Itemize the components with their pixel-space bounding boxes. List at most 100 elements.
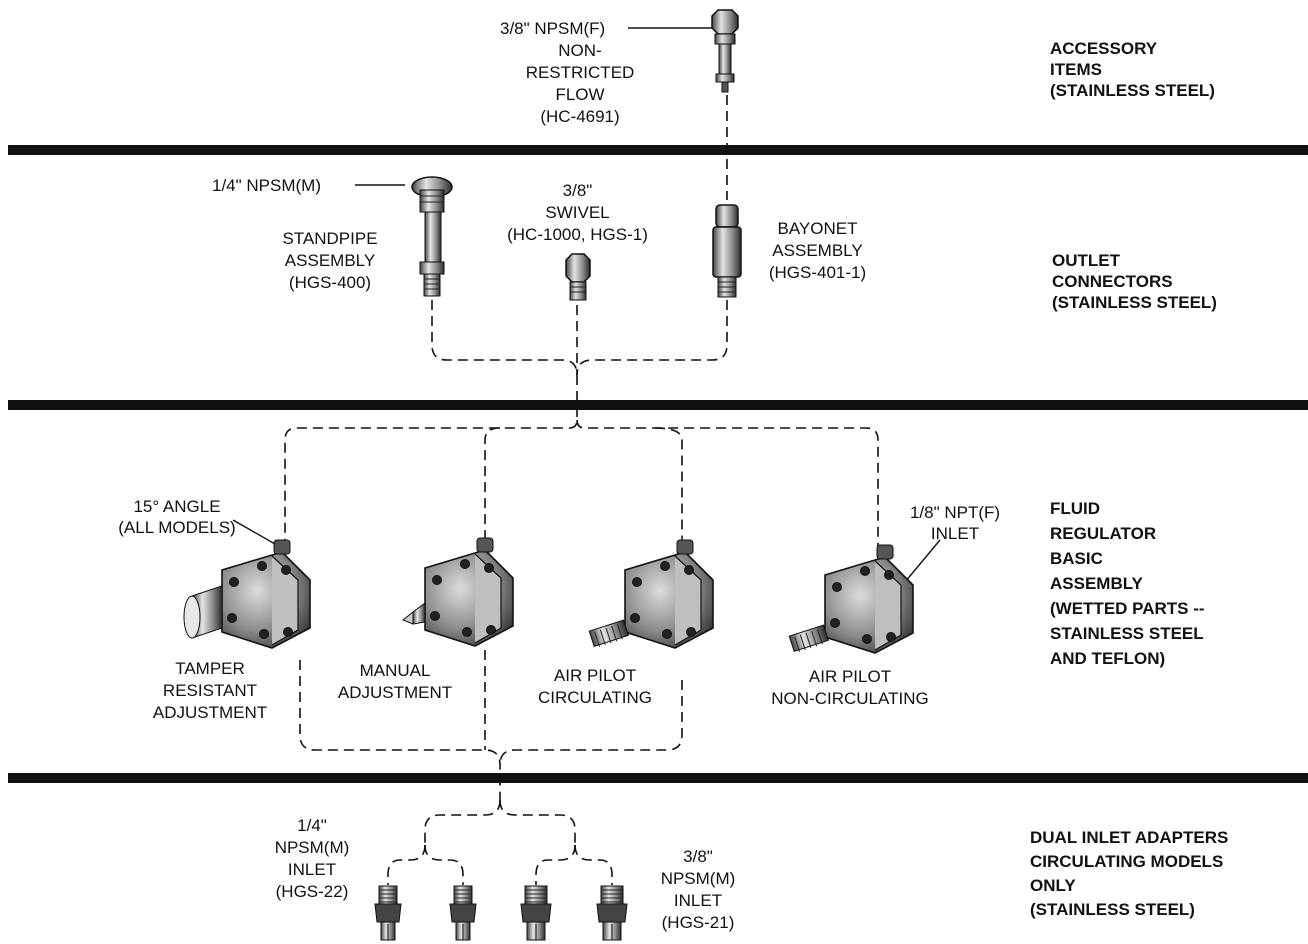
label-line: 1/4": [297, 816, 327, 835]
bolt-head: [281, 565, 291, 575]
label-air-pilot-non-circulating: AIR PILOT NON-CIRCULATING: [750, 666, 950, 710]
inlet-adapters: [374, 885, 628, 941]
label-line: TAMPER: [175, 659, 245, 678]
label-line: 1/8" NPT(F): [909, 503, 1001, 522]
section-line: ASSEMBLY: [1050, 574, 1143, 593]
label-line: BAYONET: [777, 219, 858, 238]
connection-lines: [284, 95, 879, 885]
label-line: (HGS-400): [288, 273, 372, 292]
section-line: (STAINLESS STEEL): [1050, 81, 1215, 100]
section-line: STAINLESS STEEL: [1050, 624, 1204, 643]
bolt-head: [462, 627, 472, 637]
label-line: NON-: [558, 41, 602, 60]
regulator-manual-adjustment: [402, 537, 514, 647]
label-line: INLET: [287, 860, 337, 879]
fitting-thread: [811, 630, 818, 647]
label-line: NPSM(M): [660, 869, 736, 888]
bolt-head: [227, 613, 237, 623]
divider-bar-2: [8, 400, 1308, 410]
label-non-restricted-size: 3/8" NPSM(F): [500, 18, 605, 39]
adapter-quarter-left: [374, 885, 402, 941]
adapter-three-eighth-left: [520, 885, 552, 941]
adjust-tip: [402, 610, 414, 625]
label-line: RESTRICTED: [525, 63, 635, 82]
section-line: (STAINLESS STEEL): [1030, 900, 1195, 919]
bolt-head: [486, 625, 496, 635]
label-line: (HGS-21): [661, 913, 735, 932]
bolt-head: [884, 570, 894, 580]
adapter-hex: [374, 903, 402, 923]
label-line: (HGS-22): [275, 882, 349, 901]
label-standpipe-assembly: STANDPIPE ASSEMBLY (HGS-400): [265, 228, 395, 294]
bayonet-part: [712, 204, 742, 298]
label-inlet-three-eighth: 3/8" NPSM(M) INLET (HGS-21): [648, 846, 748, 934]
adapter-quarter-right: [449, 885, 477, 941]
label-bayonet-assembly: BAYONET ASSEMBLY (HGS-401-1): [755, 218, 880, 284]
bolt-head: [283, 627, 293, 637]
bolt-head: [886, 632, 896, 642]
bolt-head: [862, 634, 872, 644]
bolt-head: [684, 565, 694, 575]
label-line: INLET: [930, 524, 980, 543]
label-line: 1/4" NPSM(M): [212, 176, 321, 195]
fitting-thread: [611, 625, 618, 642]
fitting-thread: [616, 623, 623, 640]
inlet-boss: [273, 539, 291, 555]
bolt-head: [660, 561, 670, 571]
fitting-thread: [816, 628, 823, 645]
fitting-thread: [794, 636, 801, 652]
label-line: CIRCULATING: [538, 688, 652, 707]
label-line: ADJUSTMENT: [337, 683, 453, 702]
label-line: STANDPIPE: [282, 229, 378, 248]
bolt-head: [832, 582, 842, 592]
non-restricted-flow-part: [711, 9, 739, 93]
label-line: INLET: [673, 891, 723, 910]
label-manual-adjustment: MANUAL ADJUSTMENT: [320, 660, 470, 704]
label-line: 3/8": [683, 847, 713, 866]
inlet-boss: [476, 537, 494, 553]
label-line: RESISTANT: [162, 681, 258, 700]
bolt-head: [430, 611, 440, 621]
inlet-boss: [676, 539, 694, 555]
adapter-thread: [600, 885, 624, 905]
label-line: AIR PILOT: [553, 666, 637, 685]
bolt-head: [860, 566, 870, 576]
bolt-head: [259, 629, 269, 639]
adjust-knob: [412, 602, 426, 625]
adapter-hex: [596, 903, 628, 923]
label-tamper-resistant: TAMPER RESISTANT ADJUSTMENT: [135, 658, 285, 724]
section-line: (WETTED PARTS --: [1050, 599, 1205, 618]
adapter-hex: [449, 903, 477, 923]
divider-bar-3: [8, 773, 1308, 783]
label-line: FLOW: [555, 85, 605, 104]
leader-lines: [232, 27, 941, 583]
label-line: NON-CIRCULATING: [771, 689, 929, 708]
adjust-tube-end: [183, 595, 201, 639]
section-line: BASIC: [1050, 549, 1103, 568]
label-line: (HC-4691): [540, 107, 620, 126]
bolt-head: [632, 577, 642, 587]
label-standpipe-size: 1/4" NPSM(M): [212, 175, 321, 196]
label-line: (HGS-401-1): [768, 263, 867, 282]
label-line: SWIVEL: [545, 203, 610, 222]
label-non-restricted-flow: NON- RESTRICTED FLOW (HC-4691): [520, 40, 640, 128]
section-line: CIRCULATING MODELS: [1030, 852, 1224, 871]
label-line: ASSEMBLY: [772, 241, 863, 260]
bolt-head: [484, 563, 494, 573]
bolt-head: [630, 613, 640, 623]
section-line: (STAINLESS STEEL): [1052, 293, 1217, 312]
fitting-thread: [805, 632, 812, 649]
bolt-head: [830, 618, 840, 628]
regulator-air-pilot-circulating: [588, 539, 714, 649]
regulator-air-pilot-non-circulating: [788, 544, 914, 654]
label-air-pilot-circulating: AIR PILOT CIRCULATING: [530, 665, 660, 709]
adapter-thread: [524, 885, 548, 905]
fitting-thread: [605, 627, 612, 644]
label-inlet-note: 1/8" NPT(F) INLET: [900, 502, 1010, 544]
label-line: 3/8" NPSM(F): [500, 19, 606, 38]
adapter-hex: [520, 903, 552, 923]
section-line: CONNECTORS: [1052, 272, 1173, 291]
label-swivel: 3/8" SWIVEL (HC-1000, HGS-1): [490, 180, 665, 246]
label-angle-note: 15° ANGLE (ALL MODELS): [112, 496, 242, 538]
